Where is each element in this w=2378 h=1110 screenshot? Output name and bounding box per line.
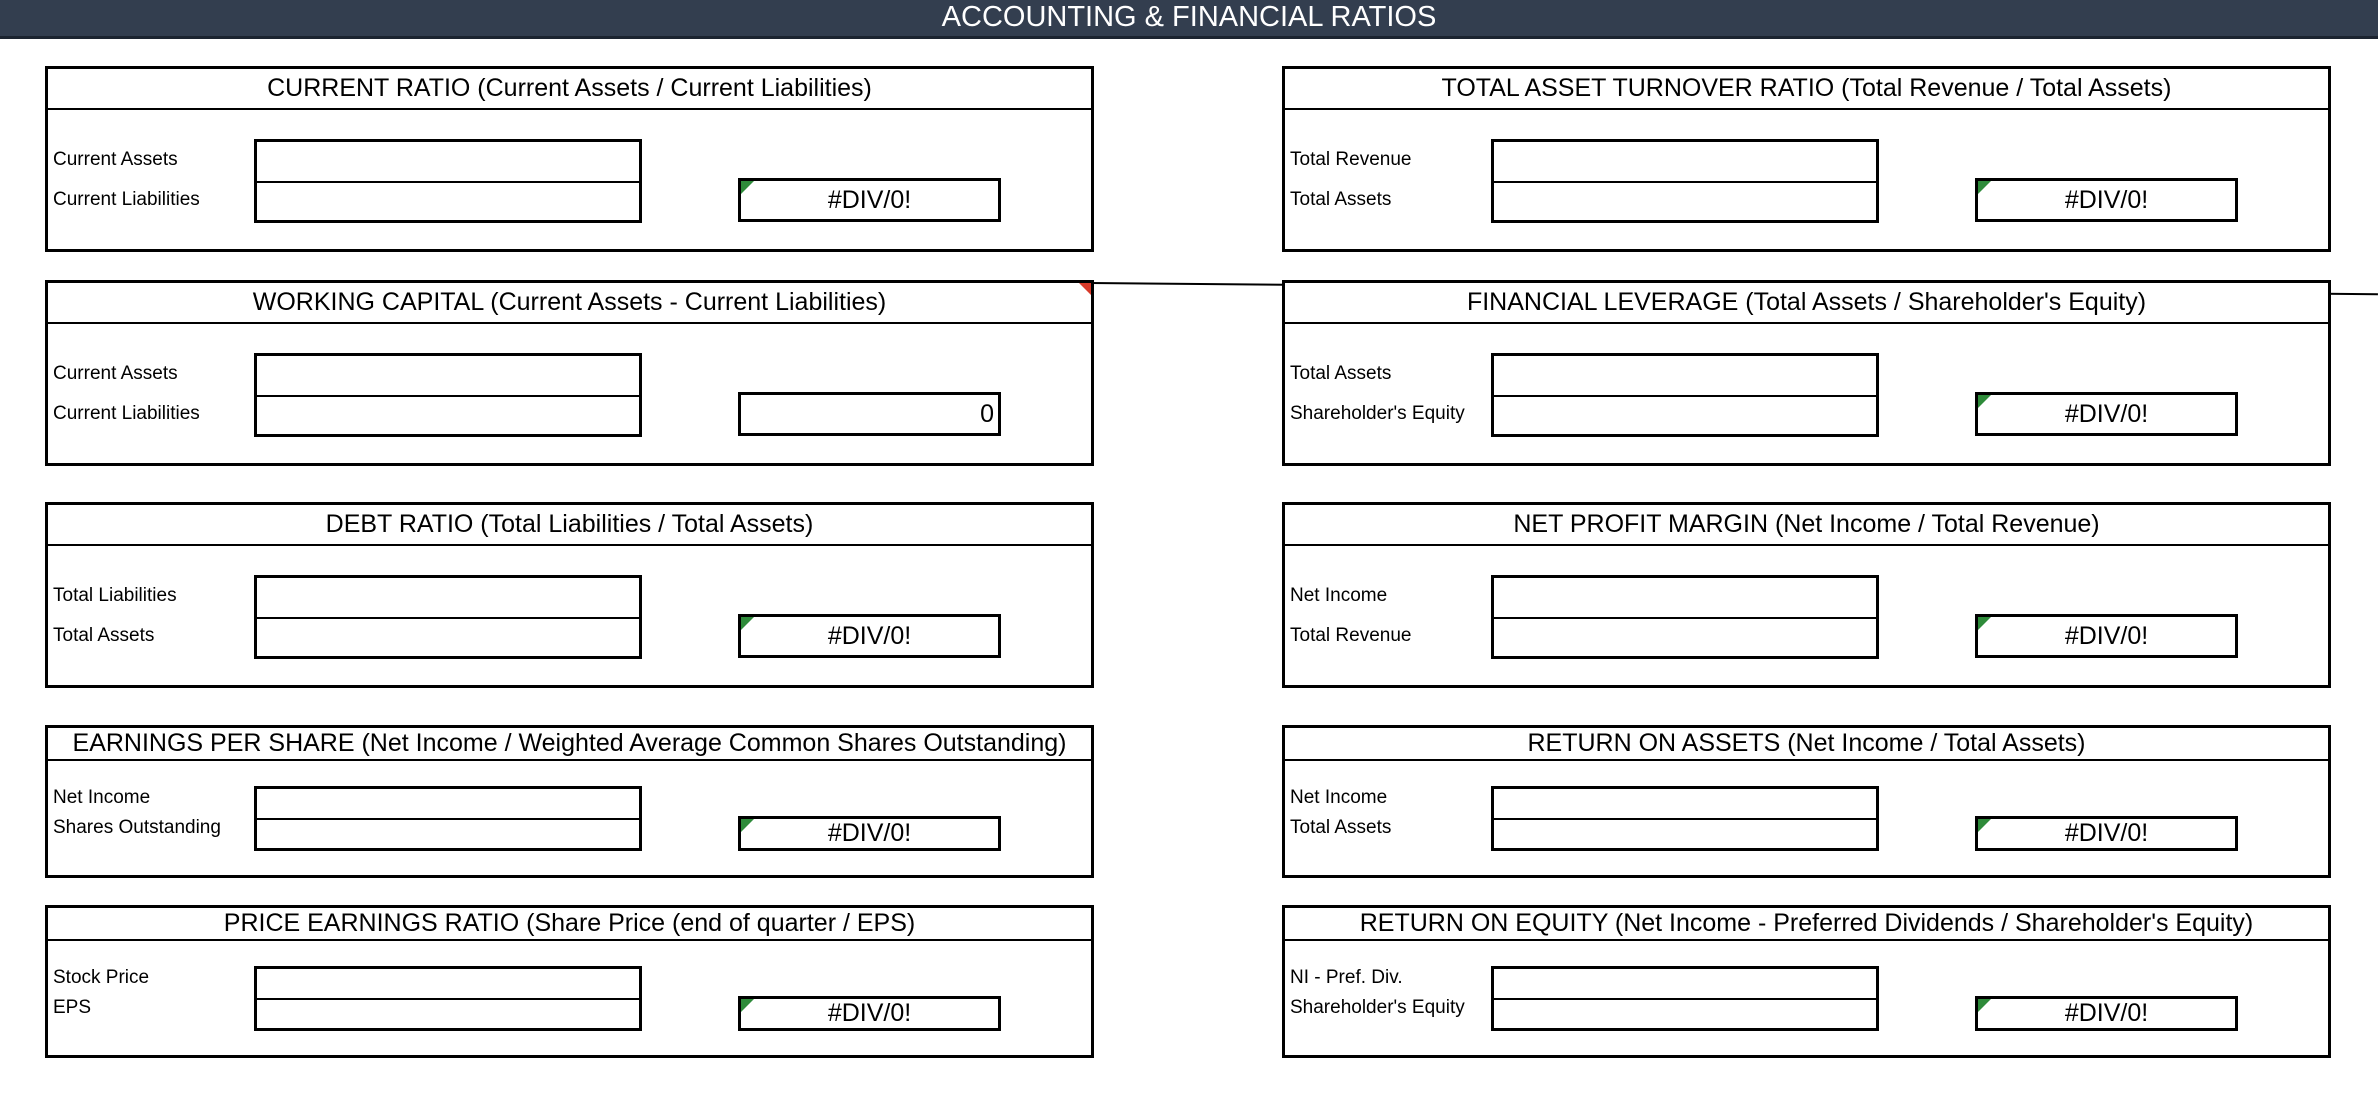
result-cell[interactable]: 0 [738, 392, 1001, 436]
card-title: NET PROFIT MARGIN (Net Income / Total Re… [1285, 505, 2328, 546]
result-cell[interactable]: #DIV/0! [738, 178, 1001, 222]
input-label: Net Income [53, 787, 151, 808]
sheet-title-banner[interactable]: ACCOUNTING & FINANCIAL RATIOS [0, 0, 2378, 39]
card-title: FINANCIAL LEVERAGE (Total Assets / Share… [1285, 283, 2328, 324]
result-value: #DIV/0! [2064, 999, 2149, 1027]
result-cell[interactable]: #DIV/0! [1975, 816, 2238, 851]
return-on-assets-card: RETURN ON ASSETS (Net Income / Total Ass… [1282, 725, 2331, 878]
result-cell[interactable]: #DIV/0! [1975, 178, 2238, 222]
cell-divider [257, 617, 639, 619]
current-ratio-card: CURRENT RATIO (Current Assets / Current … [45, 66, 1094, 252]
input-label: Shareholder's Equity [1290, 997, 1465, 1018]
card-title: TOTAL ASSET TURNOVER RATIO (Total Revenu… [1285, 69, 2328, 110]
result-value: #DIV/0! [827, 186, 912, 214]
result-value: #DIV/0! [2064, 622, 2149, 650]
card-title: WORKING CAPITAL (Current Assets - Curren… [48, 283, 1091, 324]
net-profit-margin-card: NET PROFIT MARGIN (Net Income / Total Re… [1282, 502, 2331, 688]
input-label: Total Revenue [1290, 625, 1412, 646]
input-label: Net Income [1290, 585, 1388, 606]
result-value: #DIV/0! [827, 622, 912, 650]
formula-indicator [1978, 181, 1991, 194]
card-title: CURRENT RATIO (Current Assets / Current … [48, 69, 1091, 110]
card-title: RETURN ON ASSETS (Net Income / Total Ass… [1285, 728, 2328, 761]
input-label: Current Assets [53, 363, 178, 384]
input-label: Total Revenue [1290, 149, 1412, 170]
result-value: 0 [980, 400, 994, 428]
cell-divider [1494, 395, 1876, 397]
input-cells[interactable] [1491, 575, 1879, 659]
input-label: Total Assets [1290, 817, 1392, 838]
cell-divider [1494, 617, 1876, 619]
return-on-equity-card: RETURN ON EQUITY (Net Income - Preferred… [1282, 905, 2331, 1058]
formula-indicator [1978, 819, 1991, 832]
input-label: Shares Outstanding [53, 817, 221, 838]
financial-leverage-card: FINANCIAL LEVERAGE (Total Assets / Share… [1282, 280, 2331, 466]
cell-divider [257, 181, 639, 183]
result-value: #DIV/0! [827, 819, 912, 847]
price-earnings-ratio-card: PRICE EARNINGS RATIO (Share Price (end o… [45, 905, 1094, 1058]
input-cells[interactable] [254, 139, 642, 223]
input-label: Total Assets [1290, 363, 1392, 384]
cell-divider [257, 998, 639, 1000]
sheet-title: ACCOUNTING & FINANCIAL RATIOS [941, 1, 1437, 33]
input-label: Stock Price [53, 967, 150, 988]
cell-divider [1494, 998, 1876, 1000]
result-cell[interactable]: #DIV/0! [738, 614, 1001, 658]
debt-ratio-card: DEBT RATIO (Total Liabilities / Total As… [45, 502, 1094, 688]
input-label: Net Income [1290, 787, 1388, 808]
input-cells[interactable] [254, 966, 642, 1031]
result-cell[interactable]: #DIV/0! [1975, 996, 2238, 1031]
result-value: #DIV/0! [2064, 819, 2149, 847]
input-cells[interactable] [1491, 139, 1879, 223]
card-title: EARNINGS PER SHARE (Net Income / Weighte… [48, 728, 1091, 761]
input-cells[interactable] [254, 575, 642, 659]
input-label: Total Assets [1290, 189, 1392, 210]
formula-indicator [741, 819, 754, 832]
input-label: Current Liabilities [53, 189, 200, 210]
result-cell[interactable]: #DIV/0! [738, 996, 1001, 1031]
card-title: DEBT RATIO (Total Liabilities / Total As… [48, 505, 1091, 546]
input-cells[interactable] [1491, 353, 1879, 437]
input-label: Current Assets [53, 149, 178, 170]
result-value: #DIV/0! [2064, 400, 2149, 428]
input-label: Current Liabilities [53, 403, 200, 424]
formula-indicator [741, 617, 754, 630]
input-cells[interactable] [1491, 966, 1879, 1031]
cell-divider [1494, 181, 1876, 183]
result-value: #DIV/0! [2064, 186, 2149, 214]
input-cells[interactable] [254, 786, 642, 851]
working-capital-card: WORKING CAPITAL (Current Assets - Curren… [45, 280, 1094, 466]
formula-indicator [1978, 617, 1991, 630]
input-label: Shareholder's Equity [1290, 403, 1465, 424]
earnings-per-share-card: EARNINGS PER SHARE (Net Income / Weighte… [45, 725, 1094, 878]
formula-indicator [741, 999, 754, 1012]
input-label: EPS [53, 997, 92, 1018]
input-cells[interactable] [1491, 786, 1879, 851]
card-title: PRICE EARNINGS RATIO (Share Price (end o… [48, 908, 1091, 941]
cell-divider [257, 395, 639, 397]
formula-indicator [741, 181, 754, 194]
result-cell[interactable]: #DIV/0! [738, 816, 1001, 851]
result-cell[interactable]: #DIV/0! [1975, 392, 2238, 436]
input-label: Total Liabilities [53, 585, 177, 606]
total-asset-turnover-card: TOTAL ASSET TURNOVER RATIO (Total Revenu… [1282, 66, 2331, 252]
formula-indicator [1978, 999, 1991, 1012]
input-label: Total Assets [53, 625, 155, 646]
cell-divider [257, 818, 639, 820]
comment-indicator[interactable] [1079, 283, 1091, 295]
card-title: RETURN ON EQUITY (Net Income - Preferred… [1285, 908, 2328, 941]
result-value: #DIV/0! [827, 999, 912, 1027]
result-cell[interactable]: #DIV/0! [1975, 614, 2238, 658]
input-cells[interactable] [254, 353, 642, 437]
input-label: NI - Pref. Div. [1290, 967, 1403, 988]
formula-indicator [1978, 395, 1991, 408]
cell-divider [1494, 818, 1876, 820]
